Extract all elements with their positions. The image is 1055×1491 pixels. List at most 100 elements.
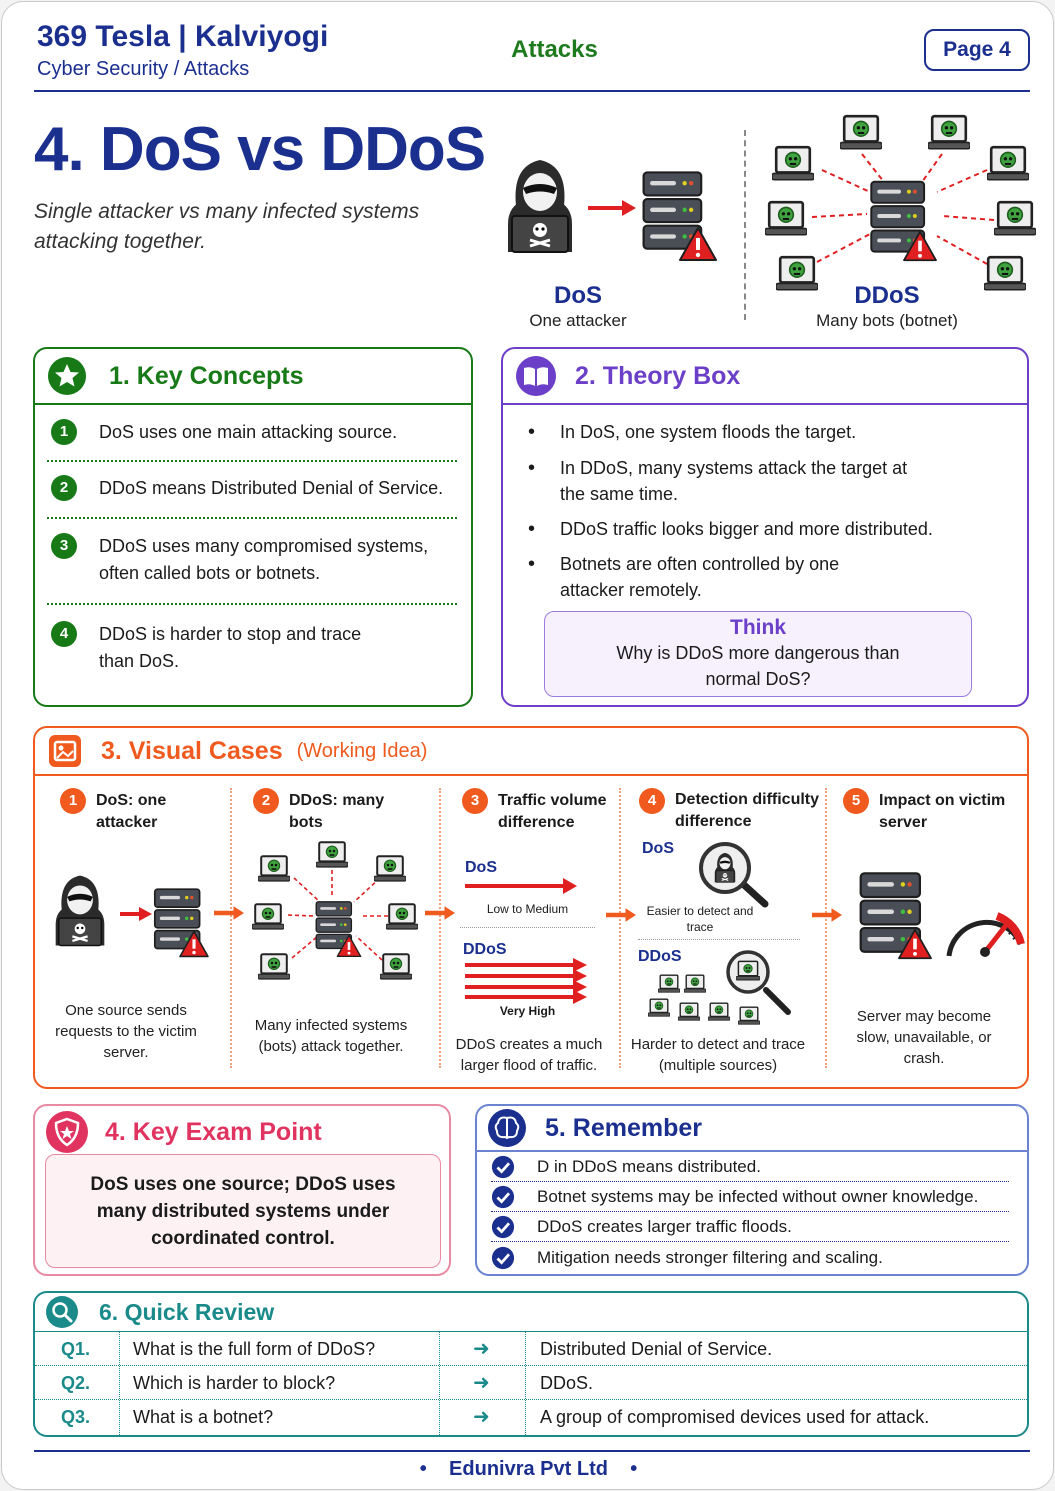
bullet-icon: • <box>630 1458 638 1480</box>
number-badge: 1 <box>60 788 86 814</box>
list-item-text: DDoS uses many compromised systems, ofte… <box>99 536 429 583</box>
star-icon <box>48 357 86 395</box>
arrow-right-icon <box>606 908 636 922</box>
ddos-illustration <box>765 114 1036 292</box>
list-item-text: Mitigation needs stronger filtering and … <box>537 1247 883 1267</box>
page-subtitle: Single attacker vs many infected systems… <box>34 200 420 253</box>
bot-icon <box>987 145 1029 182</box>
header-divider <box>34 90 1030 92</box>
case-caption: Many infected systems (bots) attack toge… <box>254 1017 408 1055</box>
theory-header: 2. Theory Box <box>503 349 1027 405</box>
list-item-text: DDoS traffic looks bigger and more distr… <box>560 519 933 539</box>
list-item-text: Botnets are often controlled by one atta… <box>560 554 840 600</box>
company-name: Edunivra Pvt Ltd <box>449 1458 608 1480</box>
breadcrumb: Cyber Security / Attacks <box>37 58 250 80</box>
bot-icon <box>840 114 882 151</box>
column-divider <box>525 1331 526 1437</box>
arrow-right-icon: ➜ <box>473 1372 490 1394</box>
traffic-level: Low to Medium <box>486 902 569 916</box>
answer-text: DDoS. <box>540 1373 594 1393</box>
divider <box>439 788 441 1068</box>
list-item-text: D in DDoS means distributed. <box>537 1157 761 1176</box>
number-badge: 4 <box>51 621 77 647</box>
case-title: DDoS: many bots <box>289 792 385 831</box>
case2-illustration <box>252 841 418 981</box>
list-item: Mitigation needs stronger filtering and … <box>491 1243 1009 1272</box>
case-title: Detection difficulty difference <box>675 791 820 830</box>
list-item: 1 DoS uses one main attacking source. <box>47 419 457 446</box>
table-row: Q2. Which is harder to block? ➜ DDoS. <box>35 1365 1027 1399</box>
divider <box>460 927 595 928</box>
ddos-label: DDoS <box>463 941 507 958</box>
number-badge: 3 <box>51 533 77 559</box>
hacker-icon <box>54 874 106 947</box>
brain-icon <box>488 1109 526 1147</box>
number-badge: 5 <box>843 788 869 814</box>
key-concepts-title: 1. Key Concepts <box>109 361 304 390</box>
column-divider <box>119 1331 120 1437</box>
dos-label: DoS <box>642 840 674 857</box>
bot-icon <box>772 145 814 182</box>
check-icon <box>491 1185 515 1209</box>
table-row: Q3. What is a botnet? ➜ A group of compr… <box>35 1399 1027 1433</box>
case1-illustration <box>54 874 209 958</box>
exam-title: 4. Key Exam Point <box>105 1117 322 1146</box>
footer: • Edunivra Pvt Ltd • <box>2 1458 1053 1481</box>
list-item-text: DoS uses one main attacking source. <box>99 422 398 442</box>
list-item: •Botnets are often controlled by one att… <box>528 551 880 603</box>
number-badge: 3 <box>462 788 488 814</box>
bot-icon <box>776 255 818 292</box>
question-number: Q1. <box>61 1339 91 1359</box>
topic-label: Attacks <box>511 36 598 63</box>
theory-title: 2. Theory Box <box>575 361 741 390</box>
remember-box: 5. Remember D in DDoS means distributed.… <box>475 1104 1029 1276</box>
traffic-level: Very High <box>499 1004 556 1018</box>
check-icon <box>491 1245 515 1270</box>
divider <box>825 788 827 1068</box>
list-item-text: DDoS creates larger traffic floods. <box>537 1217 792 1236</box>
divider <box>619 788 621 1068</box>
list-item-text: In DoS, one system floods the target. <box>560 422 857 442</box>
ddos-label: DDoS <box>638 948 682 965</box>
case-caption: DDoS creates a much larger flood of traf… <box>455 1036 603 1074</box>
exam-point-text: DoS uses one source; DDoS uses many dist… <box>90 1173 396 1249</box>
bot-icon <box>386 903 418 931</box>
case-caption: Harder to detect and trace (multiple sou… <box>630 1036 806 1074</box>
question-text: Which is harder to block? <box>133 1373 336 1393</box>
remember-header: 5. Remember <box>477 1106 1027 1152</box>
arrow-right-icon <box>425 906 455 920</box>
think-text: Why is DDoS more dangerous than normal D… <box>616 643 900 689</box>
list-item: •DDoS traffic looks bigger and more dist… <box>528 518 933 540</box>
arrow-right-icon <box>214 906 244 920</box>
think-box: Think Why is DDoS more dangerous than no… <box>544 611 972 697</box>
table-row: Q1. What is the full form of DDoS? ➜ Dis… <box>35 1331 1027 1365</box>
check-icon <box>491 1215 515 1239</box>
ddos-detect-illustration <box>648 950 791 1025</box>
list-item: DDoS creates larger traffic floods. <box>491 1213 1009 1242</box>
bot-icon <box>928 114 970 151</box>
list-item: D in DDoS means distributed. <box>491 1153 1009 1182</box>
page-badge: Page 4 <box>924 29 1030 71</box>
number-badge: 1 <box>51 419 77 445</box>
question-text: What is the full form of DDoS? <box>133 1339 376 1359</box>
answer-text: Distributed Denial of Service. <box>540 1339 773 1359</box>
exam-point-panel: DoS uses one source; DDoS uses many dist… <box>45 1154 441 1268</box>
magnifier-icon <box>699 842 769 908</box>
divider <box>638 939 800 940</box>
image-icon <box>49 735 81 767</box>
traffic-flood-arrows <box>465 958 587 1004</box>
divider <box>47 603 457 605</box>
list-item: •In DDoS, many systems attack the target… <box>528 455 920 507</box>
visual-cases-header: 3. Visual Cases (Working Idea) <box>35 728 1027 776</box>
speedometer-icon <box>946 912 1025 957</box>
bullet-icon: • <box>419 1458 427 1480</box>
question-number: Q3. <box>61 1407 91 1427</box>
case-caption: Server may become slow, unavailable, or … <box>856 1008 992 1067</box>
arrow-right-icon <box>812 908 842 922</box>
column-divider <box>439 1331 440 1437</box>
question-text: What is a botnet? <box>133 1407 274 1427</box>
list-item-text: In DDoS, many systems attack the target … <box>560 458 908 504</box>
arrow-right-icon: ➜ <box>473 1338 490 1360</box>
dos-label: DoS <box>554 282 602 309</box>
